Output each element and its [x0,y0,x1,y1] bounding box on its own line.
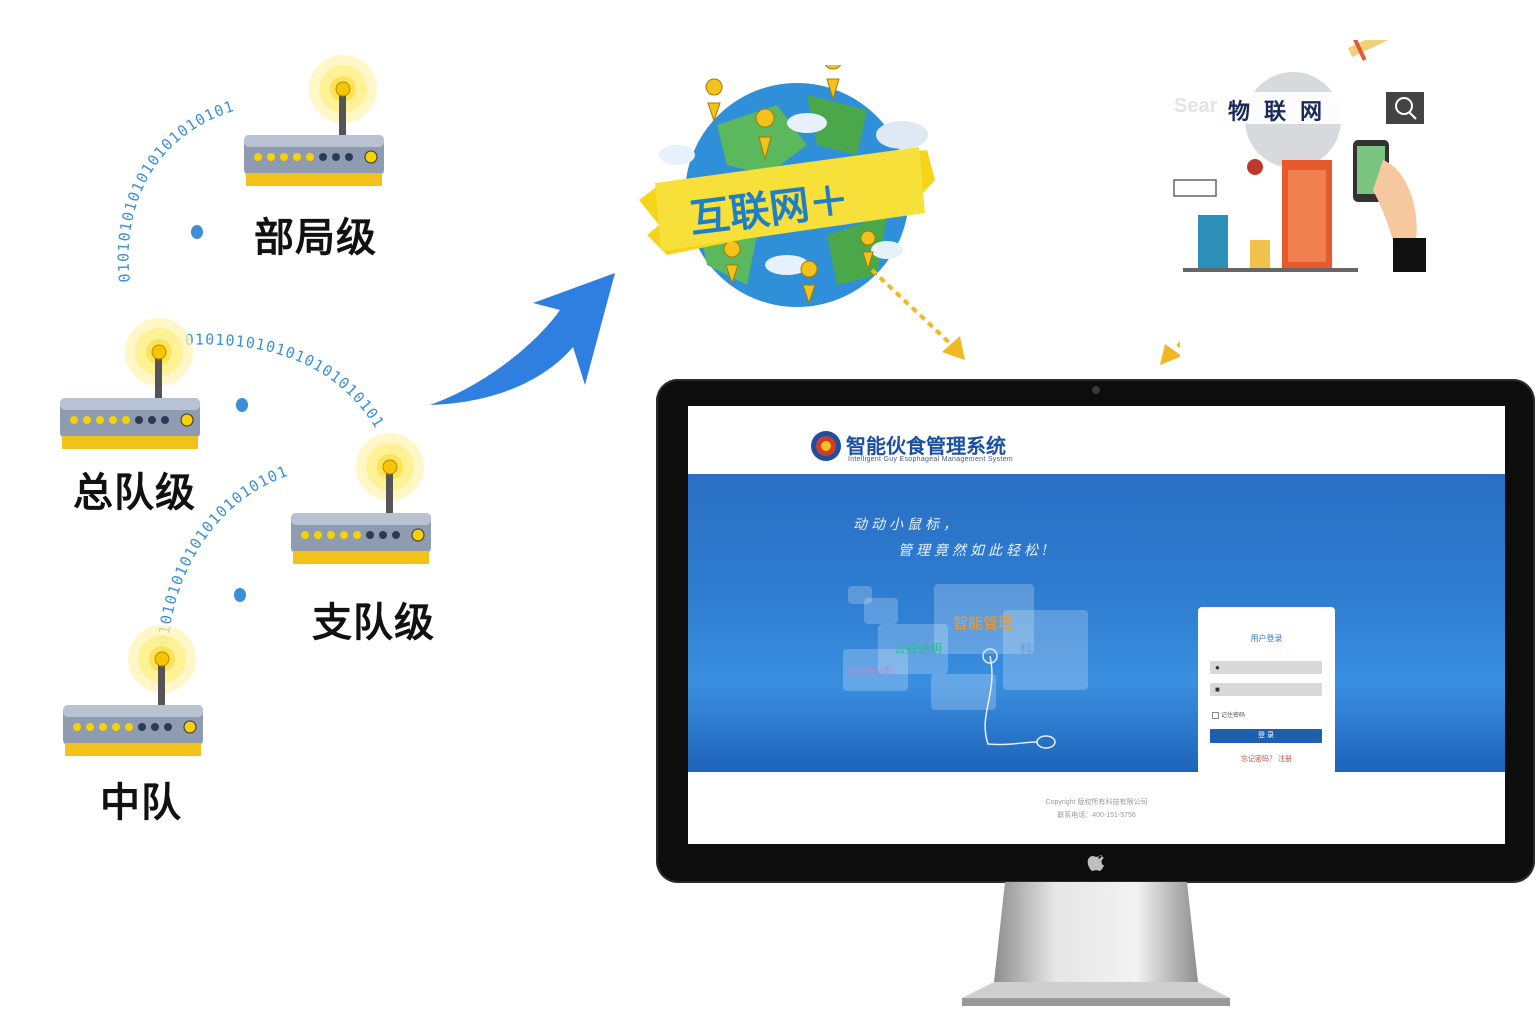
slogan-line-1: 动动小鼠标， [853,517,961,533]
feature-tile [934,584,1034,654]
login-panel: 用户登录 ● ■ 记住密码 登 录 忘记密码？ 注册 [1198,607,1335,788]
search-ghost-text: Sear [1174,95,1218,117]
mouse-cable [982,648,1056,749]
lock-icon: ■ [1215,685,1220,694]
binary-streams: 0101010101010101010101 01010101010101010… [115,97,388,645]
signal-dot [191,225,203,239]
login-button[interactable]: 登 录 [1210,729,1322,743]
remember-label: 记住密码 [1221,713,1246,719]
feature-tile [848,586,872,604]
monitor-stand [962,882,1230,1006]
router-icon [238,55,388,190]
copyright-text: Copyright 版权所有科技有限公司 [1045,799,1148,806]
camera-dot [1092,386,1100,394]
level-label-detachment: 支队级 [312,600,435,646]
signal-dot [236,398,248,412]
upload-arrow [430,273,615,405]
feature-tile [878,624,948,674]
level-label-bureau: 部局级 [254,215,377,261]
signal-dot [234,588,246,602]
user-icon: ● [1215,663,1220,672]
feature-tile [843,649,908,691]
login-links[interactable]: 忘记密码？ 注册 [1241,756,1292,763]
binary-stream-arc-1: 0101010101010101010101 [115,97,237,283]
remember-checkbox[interactable]: 记住密码 [1212,710,1245,719]
router-icon [54,318,204,453]
emblem-icon [811,431,841,461]
login-banner: 动动小鼠标， 管理竟然如此轻松! 智能管理 公开透明 科学配餐 科目再分配 用户… [688,474,1505,788]
internet-plus-globe: 互联网＋ [637,50,942,315]
feature-tile [931,674,996,710]
feature-tile [864,598,898,624]
binary-stream-arc-2: 0101010101010101010101 [184,330,388,431]
level-label-corps: 总队级 [73,470,196,516]
router-icon [285,433,435,568]
system-title: 智能伙食管理系统 [846,434,1006,458]
login-screen: 智能伙食管理系统 Intelligent Guy Esophageal Mana… [688,406,1505,844]
apple-logo-icon [1087,855,1104,871]
tile-label-open: 公开透明 [894,642,943,656]
password-input[interactable]: ■ [1210,683,1322,696]
slogan-line-2: 管理竟然如此轻松! [898,543,1052,559]
router-icon [57,625,207,760]
level-label-squad: 中队 [100,780,182,826]
login-title: 用户登录 [1250,634,1283,643]
system-subtitle: Intelligent Guy Esophageal Management Sy… [848,456,1013,463]
checkbox-box[interactable] [1212,711,1219,719]
screen-header: 智能伙食管理系统 Intelligent Guy Esophageal Mana… [688,406,1505,474]
iot-illustration: Sear 物联网 [1158,31,1428,275]
feature-tile [1003,610,1088,690]
screen-footer: Copyright 版权所有科技有限公司 联系电话：400-151-5756 [688,772,1505,844]
dashed-arrows [870,268,1180,365]
tile-label-subject: 科目再分配 [848,666,894,676]
username-input[interactable]: ● [1210,661,1322,674]
tile-label-smart: 智能管理 [953,615,1014,632]
iot-title: 物联网 [1228,100,1337,125]
contact-text: 联系电话：400-151-5756 [1057,812,1136,819]
tile-label-nutrition: 科学配餐 [1020,642,1069,656]
